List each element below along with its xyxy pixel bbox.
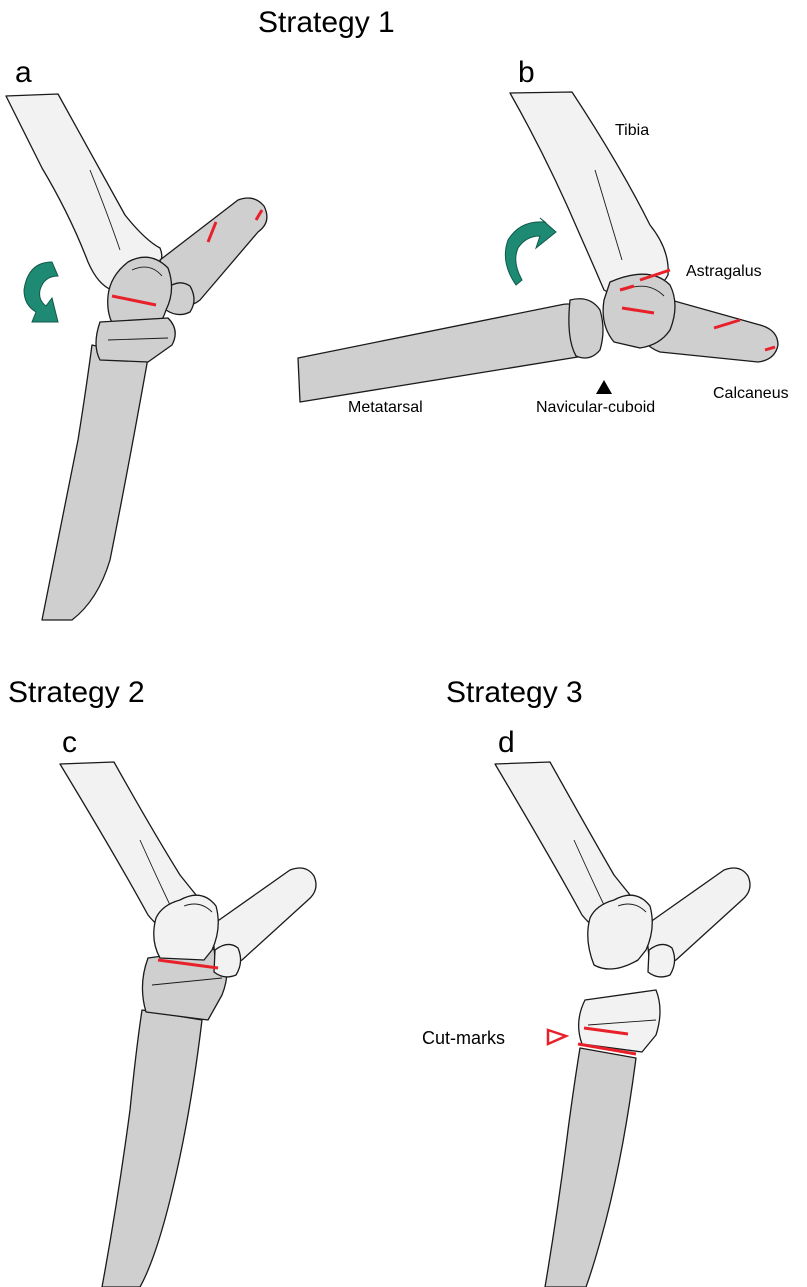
metatarsal-bone: [102, 1010, 202, 1287]
panel-d-diagram: [495, 762, 750, 1287]
navicular-cuboid-bone: [569, 299, 603, 358]
panel-letter-d: d: [498, 726, 515, 759]
astragalus-label: Astragalus: [686, 263, 762, 280]
rotation-arrow-icon: [505, 218, 556, 285]
strategy-2-heading: Strategy 2: [8, 676, 145, 709]
panel-letter-b: b: [518, 56, 535, 89]
metatarsal-bone: [298, 304, 590, 402]
strategy-3-heading: Strategy 3: [446, 676, 583, 709]
panel-a-diagram: [6, 94, 267, 620]
malleolus-bone: [648, 944, 675, 976]
panel-letter-c: c: [62, 726, 77, 759]
rotation-arrow-icon: [24, 262, 58, 322]
panel-letter-a: a: [15, 56, 32, 89]
tarsal-bones: [96, 318, 175, 362]
navicular-cuboid-label: Navicular-cuboid: [536, 399, 655, 416]
tibia-label: Tibia: [615, 122, 649, 139]
malleolus-bone: [214, 944, 241, 976]
metatarsal-bone: [42, 345, 148, 620]
calcaneus-label: Calcaneus: [713, 385, 789, 402]
metatarsal-bone: [545, 1048, 636, 1287]
cut-marks-label: Cut-marks: [422, 1028, 505, 1048]
panel-c-diagram: [60, 762, 316, 1287]
pointer-triangle-icon: [596, 380, 612, 394]
strategy-1-heading: Strategy 1: [258, 6, 395, 39]
metatarsal-label: Metatarsal: [348, 399, 423, 416]
panel-b-diagram: [298, 92, 778, 402]
cut-marks-pointer-icon: [548, 1030, 566, 1044]
